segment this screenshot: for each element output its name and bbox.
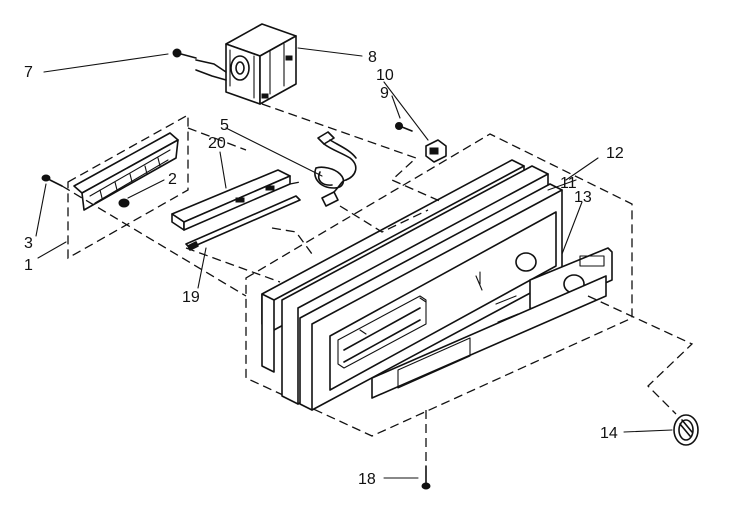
leader-lines [35,47,673,479]
callout-8: 8 [368,49,377,66]
part-7-screw [172,48,197,59]
callout-1: 1 [24,257,33,274]
callout-7: 7 [24,64,33,81]
part-10-clip [425,139,447,163]
part-20-rail [171,169,291,231]
part-1-bracket [67,113,189,260]
part-5-wire-harness [314,131,357,207]
part-2-screw [118,198,130,208]
part-11-console-housing [261,159,563,411]
part-3-screw [41,174,63,187]
callout-18: 18 [358,471,376,488]
callout-12: 12 [606,145,624,162]
part-8-switch-module [195,23,297,105]
part-18-screw [421,465,431,490]
part-14-knob [673,414,699,446]
callout-20: 20 [208,135,226,152]
assembly-guide-lines [61,103,694,464]
callout-3: 3 [24,235,33,252]
callout-2: 2 [168,171,177,188]
part-12-panel-outline [245,133,633,437]
callout-14: 14 [600,425,618,442]
part-9-screw [395,122,413,132]
lower-trim-panel [371,275,607,399]
callout-9: 9 [380,85,389,102]
callout-10: 10 [376,67,394,84]
callout-labels: 7 8 10 9 5 20 2 3 1 19 12 11 13 14 18 [24,49,624,488]
callout-11: 11 [560,175,577,192]
callout-19: 19 [182,289,200,306]
callout-5: 5 [220,117,229,134]
callout-13: 13 [574,189,592,206]
